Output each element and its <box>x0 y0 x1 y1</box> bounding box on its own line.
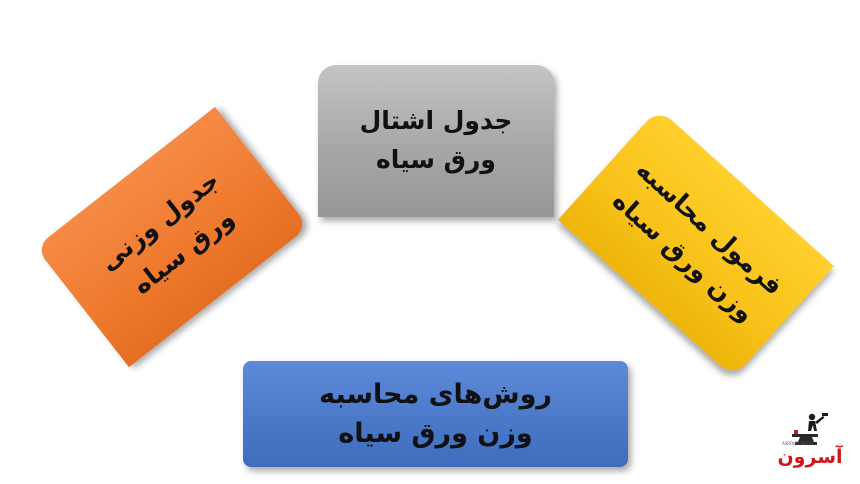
calculation-methods-box: روش‌های محاسبه وزن ورق سیاه <box>243 361 628 467</box>
asroon-logo: ASROON METAL آسرون <box>768 410 852 476</box>
logo-wordmark: آسرون <box>777 446 843 468</box>
box-bottom-line2: وزن ورق سیاه <box>338 418 533 449</box>
steel-plate-table-box: جدول اشتال ورق سیاه <box>318 65 554 217</box>
weight-formula-box: فرمول محاسبه وزن ورق سیاه <box>558 108 834 378</box>
box-top-line1: جدول اشتال <box>359 106 513 136</box>
box-top-line2: ورق سیاه <box>376 145 496 174</box>
anvil-worker-icon <box>792 413 828 445</box>
weight-table-box: جدول وزنی ورق سیاه <box>35 106 309 368</box>
logo-subtext: ASROON METAL <box>782 441 814 446</box>
box-bottom-line1: روش‌های محاسبه <box>319 378 552 410</box>
